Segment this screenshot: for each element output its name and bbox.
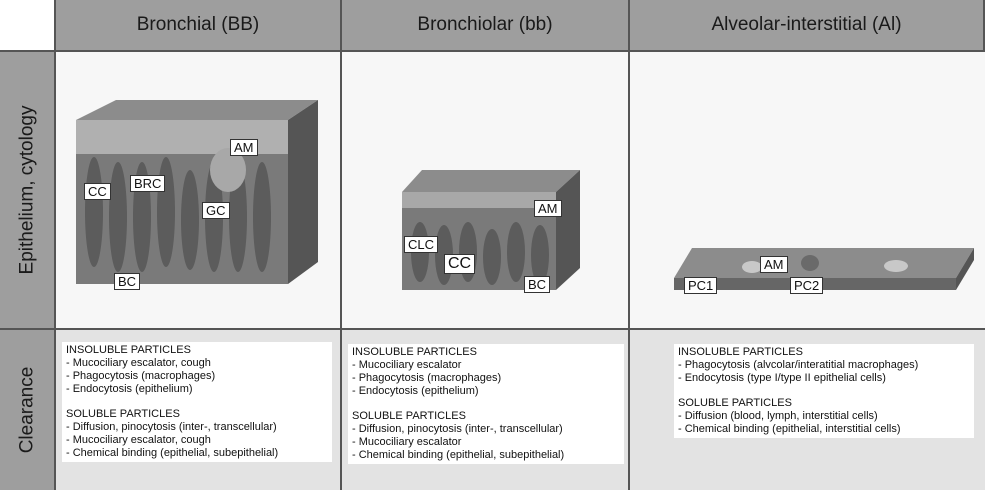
col-header-bronchiolar: Bronchiolar (bb) [342, 0, 630, 52]
col-header-alveolar: Alveolar-interstitial (Al) [630, 0, 985, 52]
list-item: - Endocytosis (type I/type II epithelial… [678, 372, 886, 384]
label-pc1: PC1 [684, 277, 718, 294]
label-am: AM [534, 200, 562, 217]
list-item: - Mucociliary escalator, cough [66, 434, 211, 446]
list-item: - Chemical binding (epithelial, subepith… [66, 447, 279, 459]
list-item: - Mucociliary escalator, cough [66, 357, 211, 369]
label-cc: CC [84, 183, 111, 200]
insoluble-title: INSOLUBLE PARTICLES [352, 346, 477, 358]
list-item: - Endocytosis (epithelium) [352, 385, 479, 397]
panel-bronchial-clearance: INSOLUBLE PARTICLES - Mucociliary escala… [56, 330, 342, 490]
list-item: - Phagocytosis (alvcolar/interatitial ma… [678, 359, 919, 371]
col-header-bronchial: Bronchial (BB) [56, 0, 342, 52]
clearance-text-box: INSOLUBLE PARTICLES - Mucociliary escala… [348, 344, 624, 464]
panel-bronchiolar-epithelium: AM CLC CC BC [342, 52, 630, 330]
clearance-text-box: INSOLUBLE PARTICLES - Phagocytosis (alvc… [674, 344, 974, 438]
label-bc: BC [524, 276, 551, 293]
list-item: - Diffusion, pinocytosis (inter-, transc… [66, 421, 277, 433]
col-header-label: Bronchial (BB) [136, 14, 260, 35]
row-header-label: Clearance [16, 366, 38, 454]
label-am: AM [230, 139, 258, 156]
label-pc2: PC2 [790, 277, 824, 294]
col-header-label: Bronchiolar (bb) [417, 14, 553, 35]
panel-bronchiolar-clearance: INSOLUBLE PARTICLES - Mucociliary escala… [342, 330, 630, 490]
soluble-title: SOLUBLE PARTICLES [66, 408, 180, 420]
row-header-label: Epithelium, cytology [16, 105, 37, 275]
row-header-clearance: Clearance [0, 330, 56, 490]
col-header-label: Alveolar-interstitial (Al) [711, 14, 902, 35]
label-am: AM [760, 256, 788, 273]
list-item: - Phagocytosis (macrophages) [352, 372, 502, 384]
corner-cell [0, 0, 56, 52]
panel-alveolar-epithelium: AM PC1 PC2 [630, 52, 985, 330]
list-item: - Diffusion (blood, lymph, interstitial … [678, 410, 878, 422]
list-item: - Chemical binding (epithelial, intersti… [678, 423, 901, 435]
list-item: - Chemical binding (epithelial, subepith… [352, 449, 565, 461]
bronchiolar-tissue-illustration [402, 170, 580, 290]
list-item: - Diffusion, pinocytosis (inter-, transc… [352, 423, 563, 435]
label-clc: CLC [404, 236, 439, 253]
label-brc: BRC [130, 175, 166, 192]
label-bc: BC [114, 273, 141, 290]
row-header-epithelium: Epithelium, cytology [0, 52, 56, 330]
soluble-title: SOLUBLE PARTICLES [678, 397, 792, 409]
insoluble-title: INSOLUBLE PARTICLES [678, 346, 803, 358]
insoluble-title: INSOLUBLE PARTICLES [66, 344, 191, 356]
soluble-title: SOLUBLE PARTICLES [352, 410, 466, 422]
panel-alveolar-clearance: INSOLUBLE PARTICLES - Phagocytosis (alvc… [630, 330, 985, 490]
list-item: - Mucociliary escalator [352, 359, 462, 371]
list-item: - Mucociliary escalator [352, 436, 462, 448]
list-item: - Phagocytosis (macrophages) [66, 370, 216, 382]
label-cc: CC [444, 254, 476, 274]
label-gc: GC [202, 202, 230, 219]
clearance-text-box: INSOLUBLE PARTICLES - Mucociliary escala… [62, 342, 332, 462]
list-item: - Endocytosis (epithelium) [66, 383, 193, 395]
panel-bronchial-epithelium: AM CC BRC GC BC [56, 52, 342, 330]
